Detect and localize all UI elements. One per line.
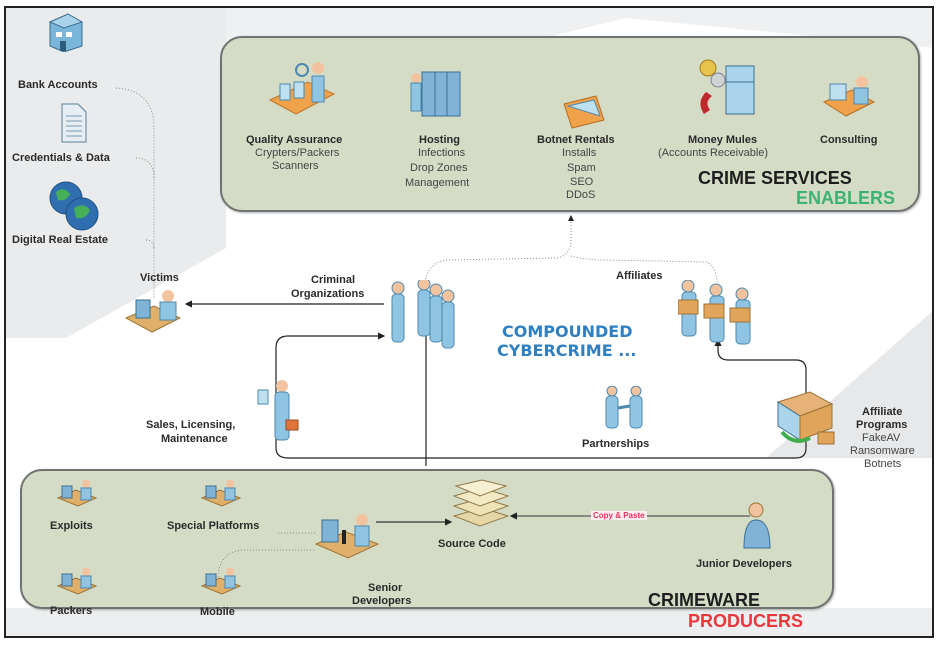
money-mules-detail-1: (Accounts Receivable) — [658, 147, 769, 159]
crimeware-title: CRIMEWARE — [648, 590, 760, 610]
victims-label: Victims — [140, 272, 179, 284]
arrow-programs-to-affiliates — [714, 338, 807, 408]
affiliate-program-fakeav: FakeAV — [862, 432, 901, 444]
server-rack-icon — [408, 68, 464, 123]
hosting-detail-2: Drop Zones — [410, 162, 468, 174]
special-platforms-workstation-icon — [200, 480, 242, 513]
botnet-rentals-detail-1: Installs — [562, 147, 597, 159]
sales-label-2: Maintenance — [161, 433, 228, 445]
diagram-frame: Bank Accounts Credentials & Data Digital… — [4, 6, 934, 638]
botnet-rentals-label: Botnet Rentals — [537, 134, 615, 146]
partnership-handshake-icon — [602, 385, 648, 435]
document-icon — [60, 102, 88, 149]
botnet-rentals-detail-3: SEO — [570, 176, 594, 188]
mobile-label: Mobile — [200, 606, 235, 618]
special-platforms-label: Special Platforms — [167, 520, 260, 532]
victim-at-computer-icon — [124, 288, 188, 339]
sales-label-1: Sales, Licensing, — [146, 419, 236, 431]
bank-accounts-label: Bank Accounts — [18, 79, 98, 91]
affiliate-program-botnets: Botnets — [864, 458, 902, 470]
criminal-organizations-group-icon — [390, 277, 470, 357]
consulting-label: Consulting — [820, 134, 878, 146]
senior-developers-label-1: Senior — [368, 582, 403, 594]
affiliate-programs-title-1: Affiliate — [862, 406, 903, 418]
envelope-icon — [562, 94, 606, 135]
junior-developers-label: Junior Developers — [696, 558, 792, 570]
crimeware-subtitle: PRODUCERS — [688, 611, 804, 631]
hosting-detail-1: Infections — [418, 147, 466, 159]
source-code-books-icon — [452, 478, 512, 537]
credentials-data-label: Credentials & Data — [12, 152, 110, 164]
partnerships-label: Partnerships — [582, 438, 650, 450]
compounded-cybercrime-line1: COMPOUNDED — [502, 322, 633, 341]
affiliate-program-ransomware: Ransomware — [850, 445, 915, 457]
packers-workstation-icon — [56, 568, 98, 601]
mobile-workstation-icon — [200, 568, 242, 601]
arrow-sales-to-orgs — [275, 332, 386, 438]
quality-assurance-detail-2: Scanners — [272, 160, 319, 172]
packers-label: Packers — [50, 605, 93, 617]
dotted-orgs-to-services — [423, 215, 574, 289]
source-code-label: Source Code — [438, 538, 506, 550]
crimeware-panel — [20, 469, 834, 609]
compounded-cybercrime-line2: CYBERCRIME ... — [497, 341, 637, 360]
botnet-rentals-detail-2: Spam — [567, 162, 596, 174]
crime-services-panel — [220, 36, 920, 212]
sales-person-icon — [256, 380, 304, 449]
dotted-connector-assets — [115, 87, 155, 298]
crime-services-subtitle: ENABLERS — [796, 188, 896, 208]
copy-paste-label: Copy & Paste — [591, 511, 647, 520]
quality-assurance-detail-1: Crypters/Packers — [255, 147, 340, 159]
globes-icon — [48, 180, 100, 237]
hosting-detail-3: Management — [405, 177, 470, 189]
affiliates-label: Affiliates — [616, 270, 663, 282]
senior-developers-workstation-icon — [314, 512, 382, 567]
affiliate-programs-truck-icon — [770, 388, 844, 457]
hosting-label: Hosting — [419, 134, 460, 146]
money-mules-label: Money Mules — [688, 134, 758, 146]
bank-building-icon — [46, 12, 86, 57]
junior-developer-icon — [742, 502, 776, 557]
senior-developers-label-2: Developers — [352, 595, 412, 607]
criminal-orgs-label-2: Organizations — [291, 288, 365, 300]
digital-real-estate-label: Digital Real Estate — [12, 234, 108, 246]
botnet-rentals-detail-4: DDoS — [566, 189, 596, 201]
quality-assurance-label: Quality Assurance — [246, 134, 343, 146]
quality-assurance-icon — [268, 60, 338, 121]
affiliates-carrying-boxes-icon — [677, 279, 760, 351]
consultant-desk-icon — [822, 74, 876, 123]
money-fridge-icon — [694, 58, 760, 125]
exploits-label: Exploits — [50, 520, 93, 532]
exploits-workstation-icon — [56, 480, 98, 513]
affiliate-programs-title-2: Programs — [856, 419, 908, 431]
criminal-orgs-label-1: Criminal — [311, 274, 356, 286]
crime-services-title: CRIME SERVICES — [698, 168, 852, 188]
